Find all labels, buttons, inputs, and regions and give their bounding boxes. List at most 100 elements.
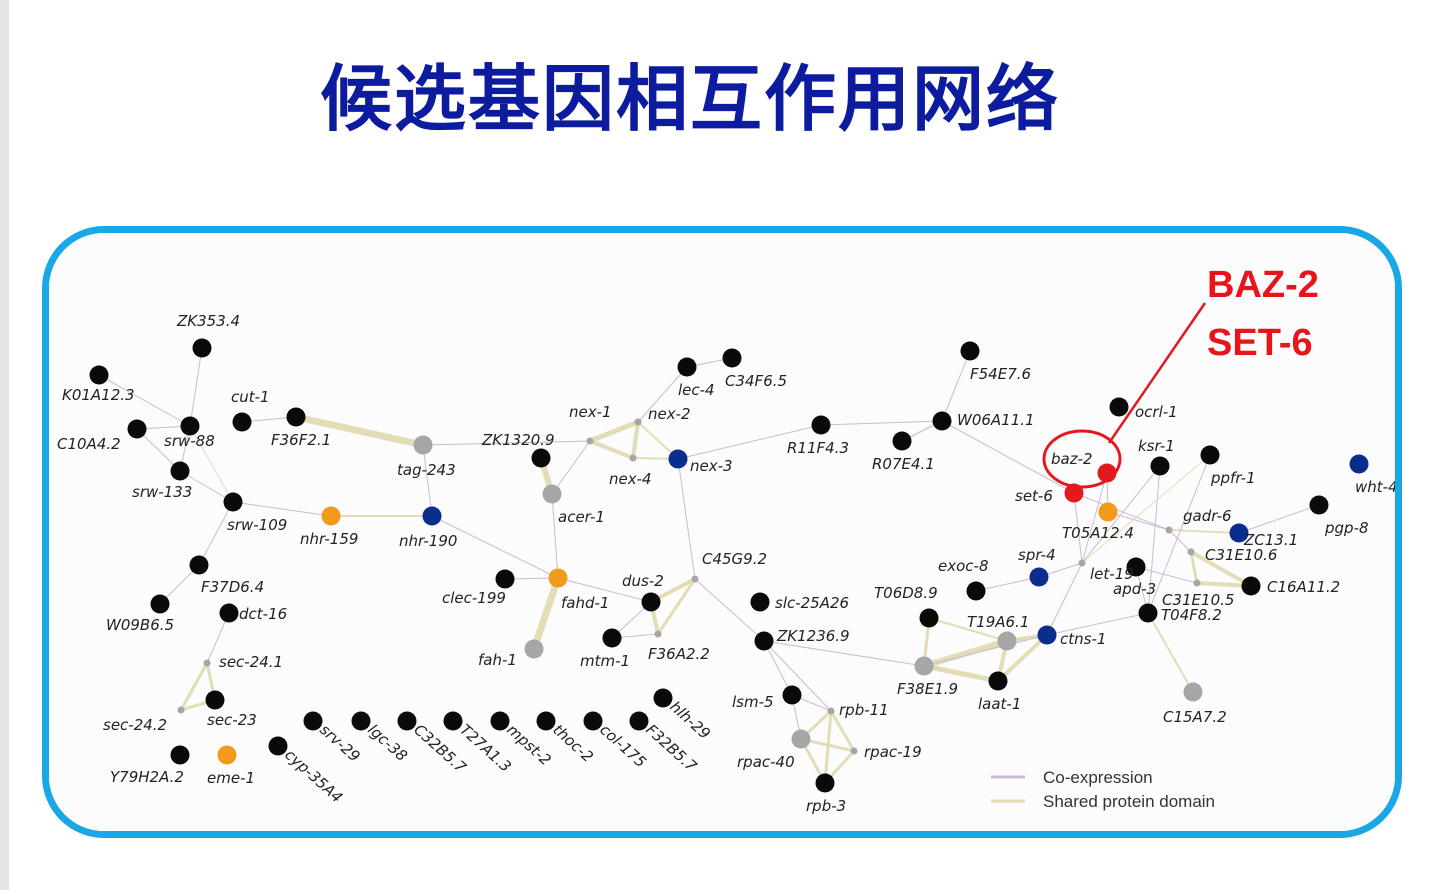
node-K01A12.3[interactable] (89, 365, 109, 385)
node-ksr-1[interactable] (1150, 456, 1170, 476)
edge-srw-88-srw-109 (189, 425, 234, 503)
node-wht-4[interactable] (1349, 454, 1369, 474)
node-T05A12.4[interactable] (1098, 502, 1118, 522)
node-Y79H2A.2[interactable] (170, 745, 190, 765)
node-rpb-3[interactable] (815, 773, 835, 793)
edge-gadr-6-C31E10.6 (1168, 529, 1192, 553)
node-thoc-2[interactable] (536, 711, 556, 731)
node-T27A1.3[interactable] (443, 711, 463, 731)
node-ppfr-1[interactable] (1200, 445, 1220, 465)
node-C31E10.6[interactable] (1187, 548, 1195, 556)
node-C10A4.2[interactable] (127, 419, 147, 439)
edge-rpb-11-rpac-19 (829, 709, 856, 753)
node-T06D8.9[interactable] (919, 608, 939, 628)
node-label-C31E10.5: C31E10.5 (1162, 591, 1234, 609)
node-ZK353.4[interactable] (192, 338, 212, 358)
node-col-175[interactable] (583, 711, 603, 731)
node-clec-199[interactable] (495, 569, 515, 589)
node-mtm-1[interactable] (602, 628, 622, 648)
node-R11F4.3[interactable] (811, 415, 831, 435)
slide-title: 候选基因相互作用网络 (319, 57, 1060, 141)
node-F54E7.6[interactable] (960, 341, 980, 361)
node-exoc-8[interactable] (966, 581, 986, 601)
node-nex-3[interactable] (668, 449, 688, 469)
node-R07E4.1[interactable] (892, 431, 912, 451)
node-C31E10.5[interactable] (1193, 579, 1201, 587)
node-slc-25A26[interactable] (750, 592, 770, 612)
node-F37D6.4[interactable] (189, 555, 209, 575)
node-lec-4[interactable] (677, 357, 697, 377)
node-tag-243[interactable] (413, 435, 433, 455)
node-sec-23[interactable] (205, 690, 225, 710)
node-rpac-19[interactable] (850, 747, 858, 755)
node-nhr-190[interactable] (422, 506, 442, 526)
node-eme-1[interactable] (217, 745, 237, 765)
node-T19A6.1[interactable] (997, 631, 1017, 651)
node-C15A7.2[interactable] (1183, 682, 1203, 702)
node-cut-1[interactable] (232, 412, 252, 432)
node-sec-24.2[interactable] (177, 706, 185, 714)
node-lsm-5[interactable] (782, 685, 802, 705)
node-fah-1[interactable] (524, 639, 544, 659)
node-F36F2.1[interactable] (286, 407, 306, 427)
node-unl-1[interactable] (531, 448, 551, 468)
node-mpst-2[interactable] (490, 711, 510, 731)
node-nhr-159[interactable] (321, 506, 341, 526)
node-srv-29[interactable] (303, 711, 323, 731)
node-label-C10A4.2: C10A4.2 (57, 435, 121, 453)
node-label-rpb-3: rpb-3 (806, 797, 846, 815)
node-lgc-38[interactable] (351, 711, 371, 731)
edge-nex-3-R11F4.3 (677, 424, 822, 460)
node-let-19[interactable] (1078, 559, 1086, 567)
node-gadr-6[interactable] (1165, 526, 1173, 534)
node-ctns-1[interactable] (1037, 625, 1057, 645)
edge-let-19-set-6 (1073, 492, 1083, 564)
node-label-rpac-40: rpac-40 (737, 753, 795, 771)
node-F32B5.7[interactable] (629, 711, 649, 731)
node-ocrl-1[interactable] (1109, 397, 1129, 417)
node-label-T05A12.4: T05A12.4 (1062, 524, 1134, 542)
node-T04F8.2[interactable] (1138, 603, 1158, 623)
node-spr-4[interactable] (1029, 567, 1049, 587)
node-srw-133[interactable] (170, 461, 190, 481)
node-label-laat-1: laat-1 (978, 695, 1021, 713)
edge-sec-24.2-sec-24.1 (179, 661, 209, 712)
callout-highlight-ellipse (1042, 429, 1122, 489)
node-C34F6.5[interactable] (722, 348, 742, 368)
node-ZC13.1[interactable] (1229, 523, 1249, 543)
node-cyp-35A4[interactable] (268, 736, 288, 756)
node-W06A11.1[interactable] (932, 411, 952, 431)
node-apd-3[interactable] (1126, 557, 1146, 577)
callout-pointer-line (1107, 302, 1207, 444)
node-ZK1236.9[interactable] (754, 631, 774, 651)
node-C16A11.2[interactable] (1241, 576, 1261, 596)
node-srw-109[interactable] (223, 492, 243, 512)
node-F38E1.9[interactable] (914, 656, 934, 676)
node-srw-88[interactable] (180, 416, 200, 436)
edge-let-19-baz-2 (1081, 472, 1108, 564)
node-C45G9.2[interactable] (691, 575, 699, 583)
edge-ksr-1-T04F8.2 (1147, 465, 1161, 614)
node-C32B5.7[interactable] (397, 711, 417, 731)
node-label-sec-24.1: sec-24.1 (219, 653, 283, 671)
node-label-C45G9.2: C45G9.2 (702, 550, 767, 568)
node-nex-4[interactable] (629, 454, 637, 462)
node-label-sec-24.2: sec-24.2 (103, 716, 167, 734)
node-sec-24.1[interactable] (203, 659, 211, 667)
node-W09B6.5[interactable] (150, 594, 170, 614)
node-fahd-1[interactable] (548, 568, 568, 588)
node-laat-1[interactable] (988, 671, 1008, 691)
node-dus-2[interactable] (641, 592, 661, 612)
node-rpb-11[interactable] (827, 707, 835, 715)
node-label-apd-3: apd-3 (1113, 580, 1156, 598)
node-ZK1320.9[interactable] (586, 437, 594, 445)
node-nex-2[interactable] (634, 418, 642, 426)
node-dct-16[interactable] (219, 603, 239, 623)
edge-set-6-gadr-6 (1073, 492, 1170, 531)
node-rpac-40[interactable] (791, 729, 811, 749)
node-F36A2.2[interactable] (654, 630, 662, 638)
node-acer-1[interactable] (542, 484, 562, 504)
node-pgp-8[interactable] (1309, 495, 1329, 515)
node-hlh-29[interactable] (653, 688, 673, 708)
